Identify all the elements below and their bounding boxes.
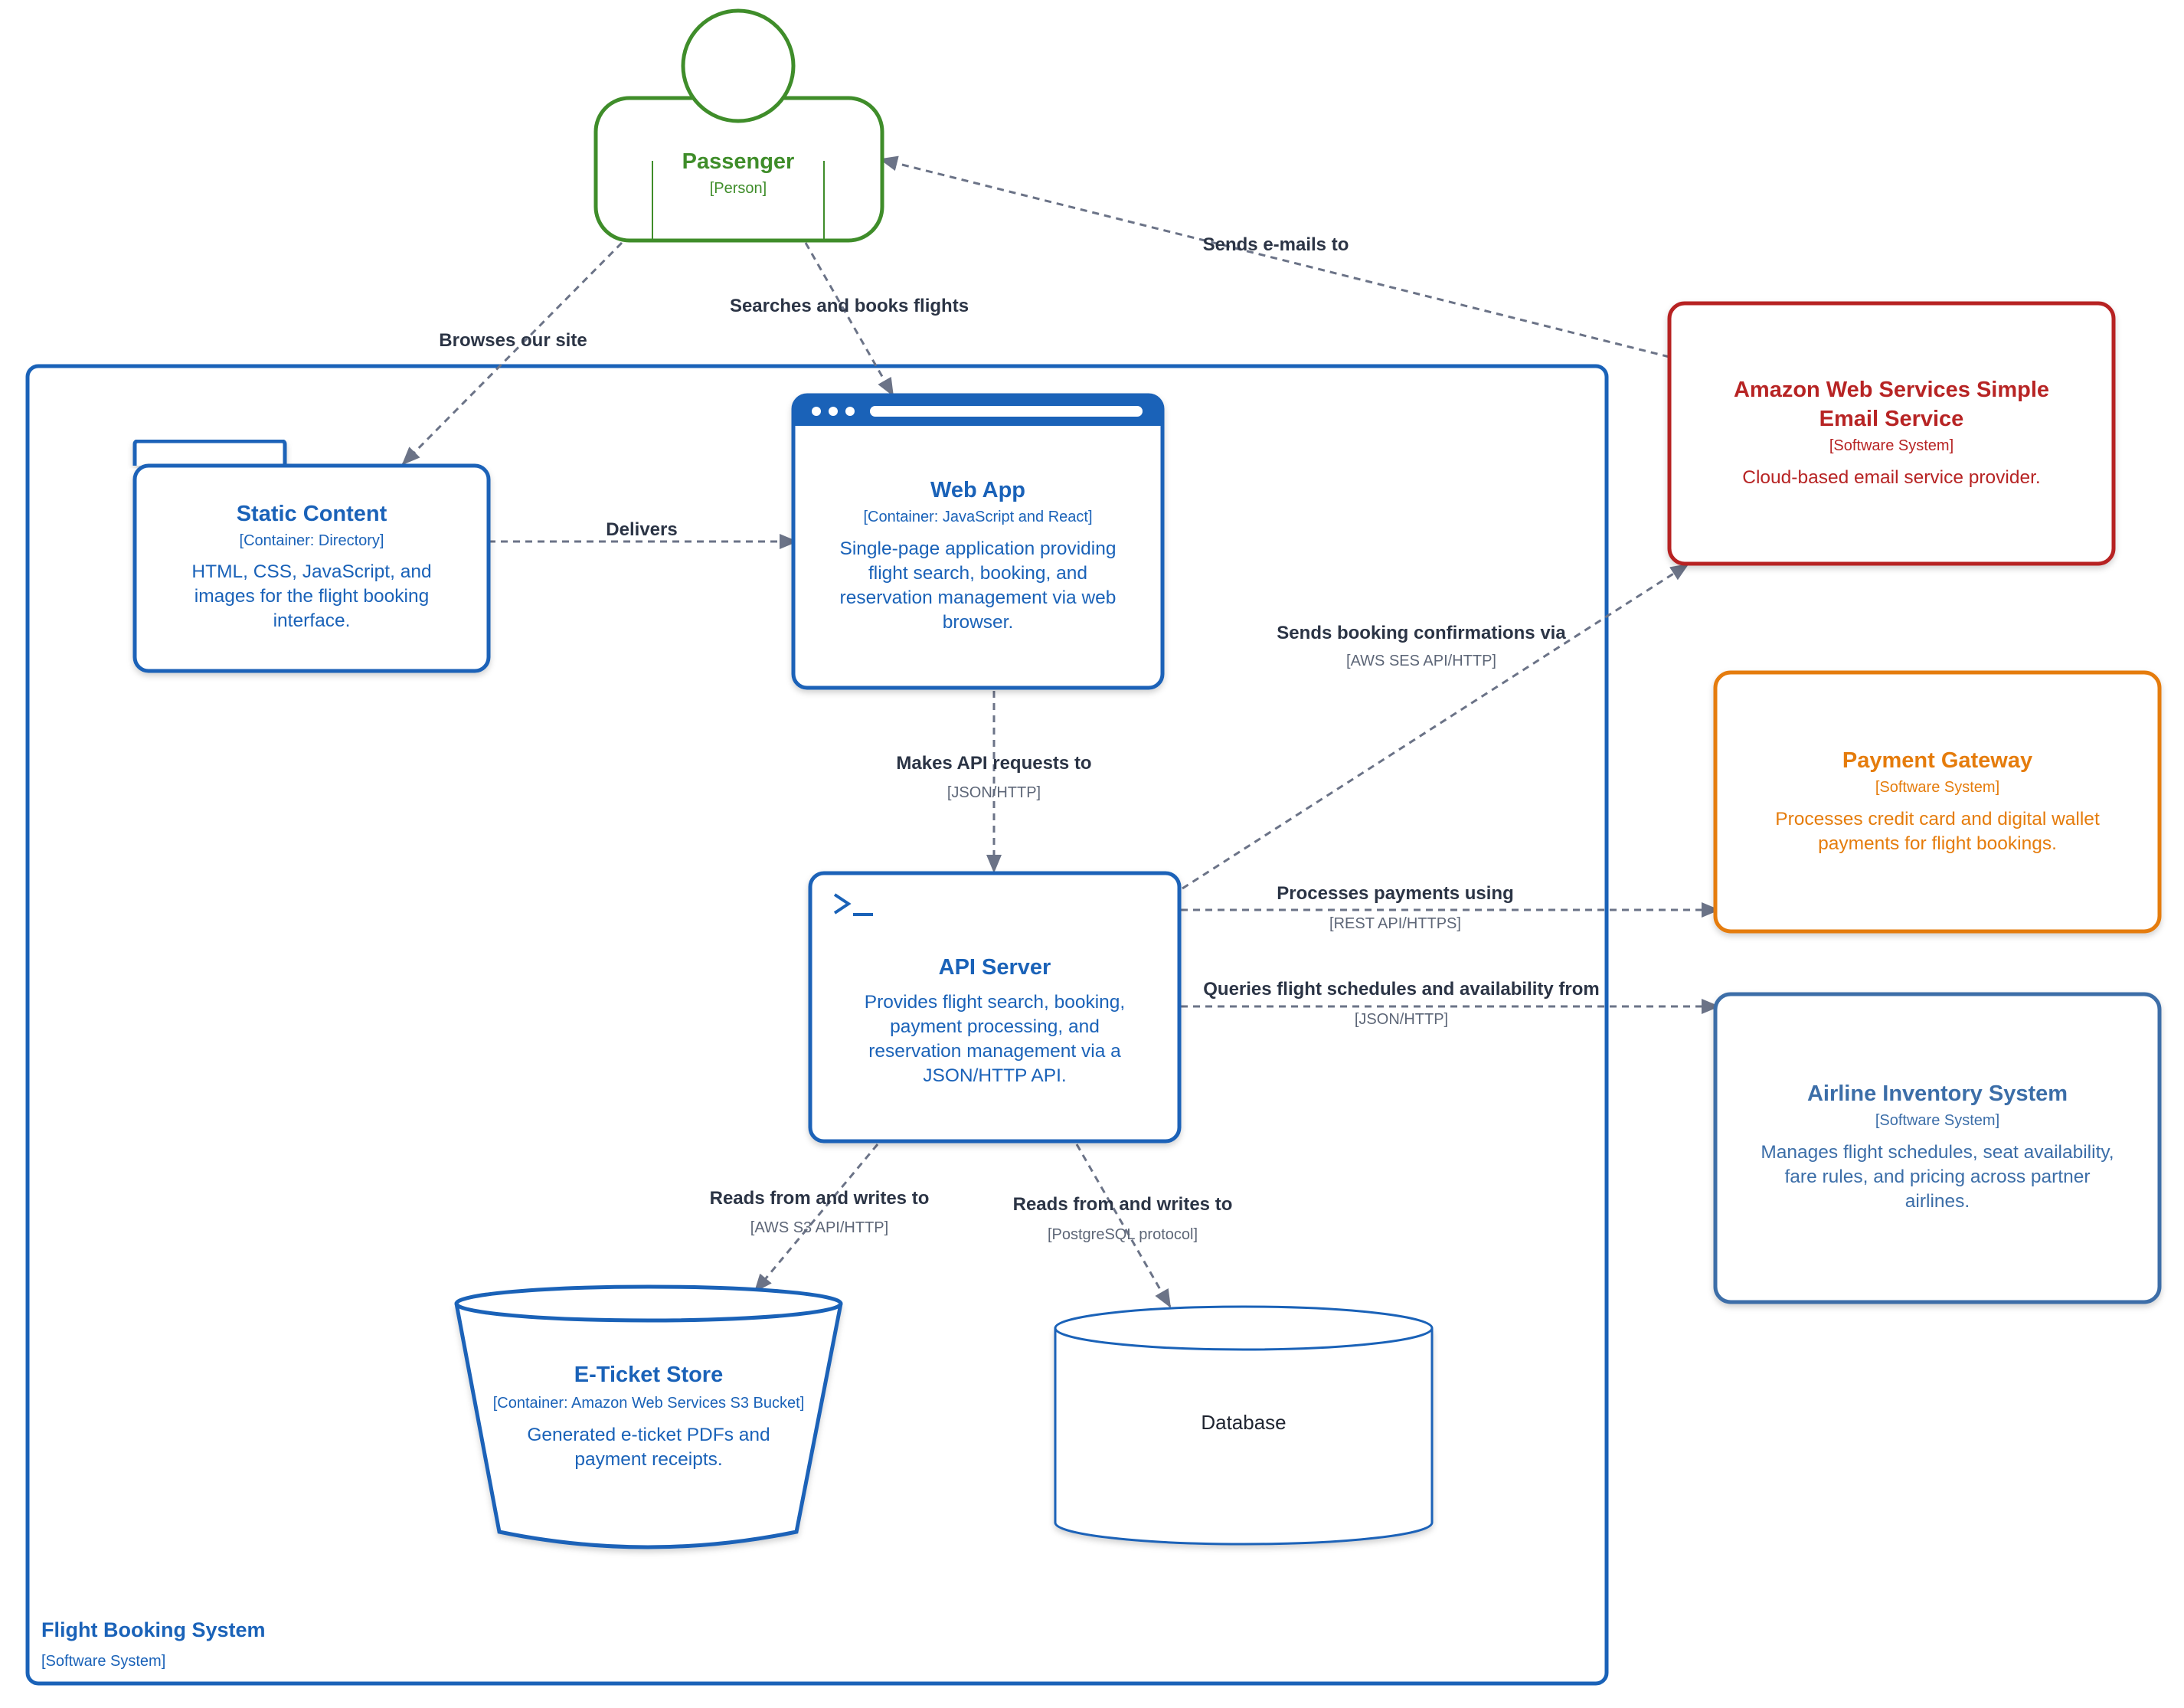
passenger-type: [Person] <box>710 180 767 197</box>
web-app-desc-4: browser. <box>943 612 1014 633</box>
edge-tech-api-requests: [JSON/HTTP] <box>947 784 1041 801</box>
edge-browse[interactable] <box>401 241 623 466</box>
amazon-ses-type: [Software System] <box>1829 437 1954 454</box>
web-app-desc-3: reservation management via web <box>840 587 1117 608</box>
web-app-title: Web App <box>930 478 1025 502</box>
static-content-desc-3: interface. <box>273 610 351 631</box>
web-app-desc-2: flight search, booking, and <box>868 563 1087 584</box>
amazon-ses-title-2: Email Service <box>1819 407 1964 431</box>
payment-gateway-type: [Software System] <box>1875 779 1999 796</box>
edge-label-payments: Processes payments using <box>1277 883 1513 904</box>
edge-tech-schedules: [JSON/HTTP] <box>1355 1011 1448 1028</box>
static-content-node[interactable]: Static Content [Container: Directory] HT… <box>132 439 491 673</box>
passenger-node[interactable]: Passenger [Person] <box>593 8 884 243</box>
api-server-desc-2: payment processing, and <box>890 1016 1100 1037</box>
airline-inventory-desc-1: Manages flight schedules, seat availabil… <box>1761 1142 2114 1163</box>
edge-label-api-requests: Makes API requests to <box>896 753 1091 774</box>
e-ticket-store-type: [Container: Amazon Web Services S3 Bucke… <box>493 1395 805 1412</box>
static-content-type: [Container: Directory] <box>240 532 384 549</box>
api-server-node[interactable]: API Server Provides flight search, booki… <box>808 871 1182 1144</box>
airline-inventory-desc-3: airlines. <box>1905 1191 1970 1212</box>
e-ticket-store-node[interactable]: E-Ticket Store [Container: Amazon Web Se… <box>454 1284 843 1549</box>
edge-search[interactable] <box>804 242 894 397</box>
edge-tech-payments: [REST API/HTTPS] <box>1329 915 1461 932</box>
e-ticket-store-title: E-Ticket Store <box>574 1363 723 1387</box>
payment-gateway-desc-2: payments for flight bookings. <box>1818 833 2057 854</box>
amazon-ses-desc: Cloud-based email service provider. <box>1742 467 2040 488</box>
api-server-desc-1: Provides flight search, booking, <box>865 992 1125 1013</box>
web-app-desc-1: Single-page application providing <box>840 538 1117 559</box>
edge-label-schedules: Queries flight schedules and availabilit… <box>1203 979 1599 1000</box>
airline-inventory-desc-2: fare rules, and pricing across partner <box>1785 1166 2091 1187</box>
boundary-title: Flight Booking System <box>41 1618 266 1641</box>
edge-emails[interactable] <box>879 155 1670 358</box>
edge-label-delivers: Delivers <box>606 519 677 540</box>
boundary-type: [Software System] <box>41 1653 165 1670</box>
edge-tech-db-rw: [PostgreSQL protocol] <box>1048 1226 1198 1243</box>
static-content-desc-1: HTML, CSS, JavaScript, and <box>191 561 431 582</box>
edge-confirmations[interactable] <box>1182 563 1689 890</box>
airline-inventory-type: [Software System] <box>1875 1112 1999 1129</box>
browser-dot-icon <box>829 407 838 416</box>
database-node[interactable]: Database <box>1054 1305 1434 1546</box>
edge-label-emails: Sends e-mails to <box>1203 234 1349 255</box>
api-server-desc-3: reservation management via a <box>868 1041 1121 1062</box>
edge-db-rw[interactable] <box>1075 1144 1172 1308</box>
amazon-ses-title-1: Amazon Web Services Simple <box>1734 378 2049 402</box>
web-app-node[interactable]: Web App [Container: JavaScript and React… <box>791 393 1165 690</box>
static-content-title: Static Content <box>237 502 387 526</box>
static-content-desc-2: images for the flight booking <box>195 586 429 607</box>
api-server-desc-4: JSON/HTTP API. <box>923 1065 1066 1086</box>
flight-booking-system-boundary[interactable]: Flight Booking System [Software System] <box>25 364 1609 1686</box>
edge-tech-s3-rw: [AWS S3 API/HTTP] <box>750 1219 888 1236</box>
terminal-icon <box>833 893 873 916</box>
payment-gateway-desc-1: Processes credit card and digital wallet <box>1775 809 2100 829</box>
edge-label-search: Searches and books flights <box>730 296 969 316</box>
edges: Browses our site Searches and books flig… <box>401 155 1720 1308</box>
edge-tech-confirmations: [AWS SES API/HTTP] <box>1346 653 1496 669</box>
edge-label-s3-rw: Reads from and writes to <box>710 1188 930 1209</box>
browser-address-bar-icon <box>870 406 1143 417</box>
api-server-title: API Server <box>939 955 1051 980</box>
browser-dot-icon <box>812 407 821 416</box>
payment-gateway-title: Payment Gateway <box>1842 748 2032 773</box>
payment-gateway-node[interactable]: Payment Gateway [Software System] Proces… <box>1713 670 2162 934</box>
edge-label-db-rw: Reads from and writes to <box>1013 1194 1233 1215</box>
browser-dot-icon <box>845 407 855 416</box>
amazon-ses-node[interactable]: Amazon Web Services Simple Email Service… <box>1667 301 2116 566</box>
edge-s3-rw[interactable] <box>754 1144 879 1293</box>
edge-label-browse: Browses our site <box>439 330 587 351</box>
database-title: Database <box>1201 1411 1286 1434</box>
airline-inventory-title: Airline Inventory System <box>1807 1081 2068 1106</box>
edge-label-confirmations: Sends booking confirmations via <box>1277 623 1566 643</box>
airline-inventory-node[interactable]: Airline Inventory System [Software Syste… <box>1713 992 2162 1304</box>
passenger-title: Passenger <box>682 149 795 174</box>
e-ticket-store-desc-1: Generated e-ticket PDFs and <box>527 1425 770 1445</box>
e-ticket-store-desc-2: payment receipts. <box>574 1449 722 1470</box>
web-app-type: [Container: JavaScript and React] <box>863 509 1092 525</box>
